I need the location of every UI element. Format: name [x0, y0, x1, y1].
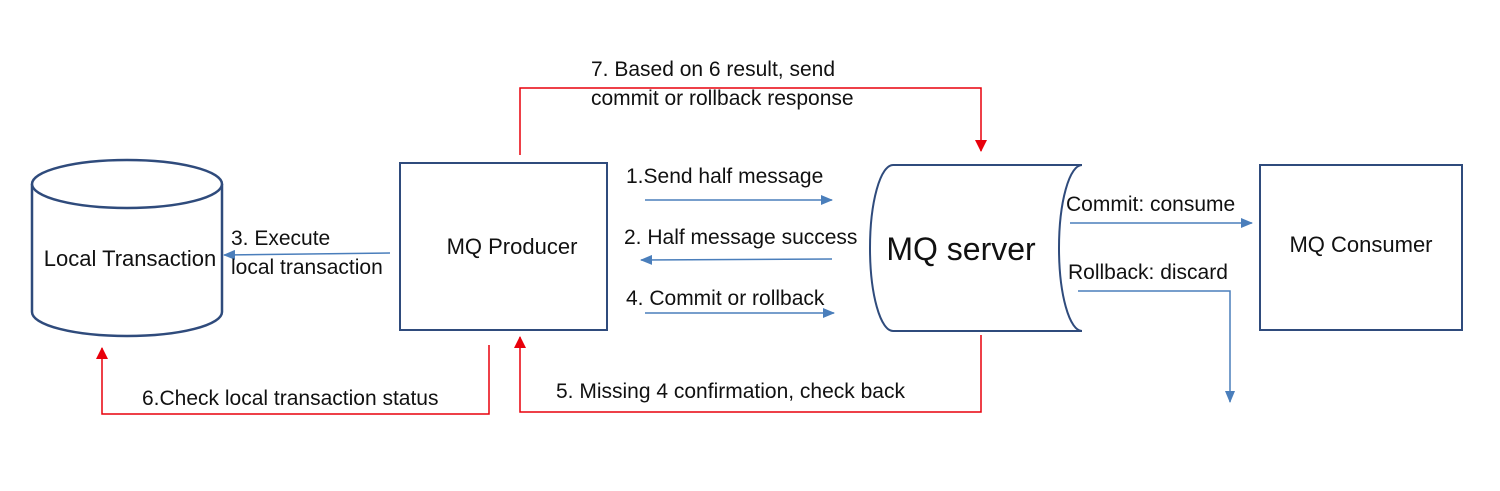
mq-server-label: MQ server — [886, 231, 1036, 267]
step3-label-line1: 3. Execute — [231, 227, 330, 250]
step6-label: 6.Check local transaction status — [142, 387, 438, 410]
arrow-step5-check-back — [514, 335, 982, 413]
step2-label: 2. Half message success — [624, 226, 857, 249]
step7-label-line1: 7. Based on 6 result, send — [591, 58, 835, 81]
local-transaction-label: Local Transaction — [44, 246, 216, 271]
step3-label-line2: local transaction — [231, 256, 383, 279]
mq-server-node: MQ server — [869, 164, 1083, 332]
rollback-discard-label: Rollback: discard — [1068, 261, 1228, 284]
arrow-rollback-discard — [1078, 290, 1235, 403]
mq-consumer-node: MQ Consumer — [1259, 164, 1463, 331]
mq-producer-node: MQ Producer — [399, 162, 608, 331]
commit-consume-label: Commit: consume — [1066, 193, 1235, 216]
step4-label: 4. Commit or rollback — [626, 287, 825, 310]
mq-producer-label: MQ Producer — [447, 234, 578, 259]
arrow-step7-commit-rollback-response — [519, 87, 987, 155]
mq-server-shape — [869, 164, 1083, 332]
local-transaction-cylinder-body — [30, 184, 224, 338]
arrow-step2-half-success — [640, 254, 833, 265]
mq-consumer-label: MQ Consumer — [1289, 232, 1432, 257]
step1-label: 1.Send half message — [626, 165, 823, 188]
arrow-step6-check-status — [96, 345, 490, 415]
mq-producer-box — [399, 162, 608, 331]
local-transaction-node: Local Transaction — [30, 158, 224, 338]
local-transaction-cylinder-top — [30, 158, 224, 210]
mq-consumer-box — [1259, 164, 1463, 331]
step7-label-line2: commit or rollback response — [591, 87, 854, 110]
arrow-step3-execute-local — [223, 249, 391, 260]
step5-label: 5. Missing 4 confirmation, check back — [556, 380, 905, 403]
